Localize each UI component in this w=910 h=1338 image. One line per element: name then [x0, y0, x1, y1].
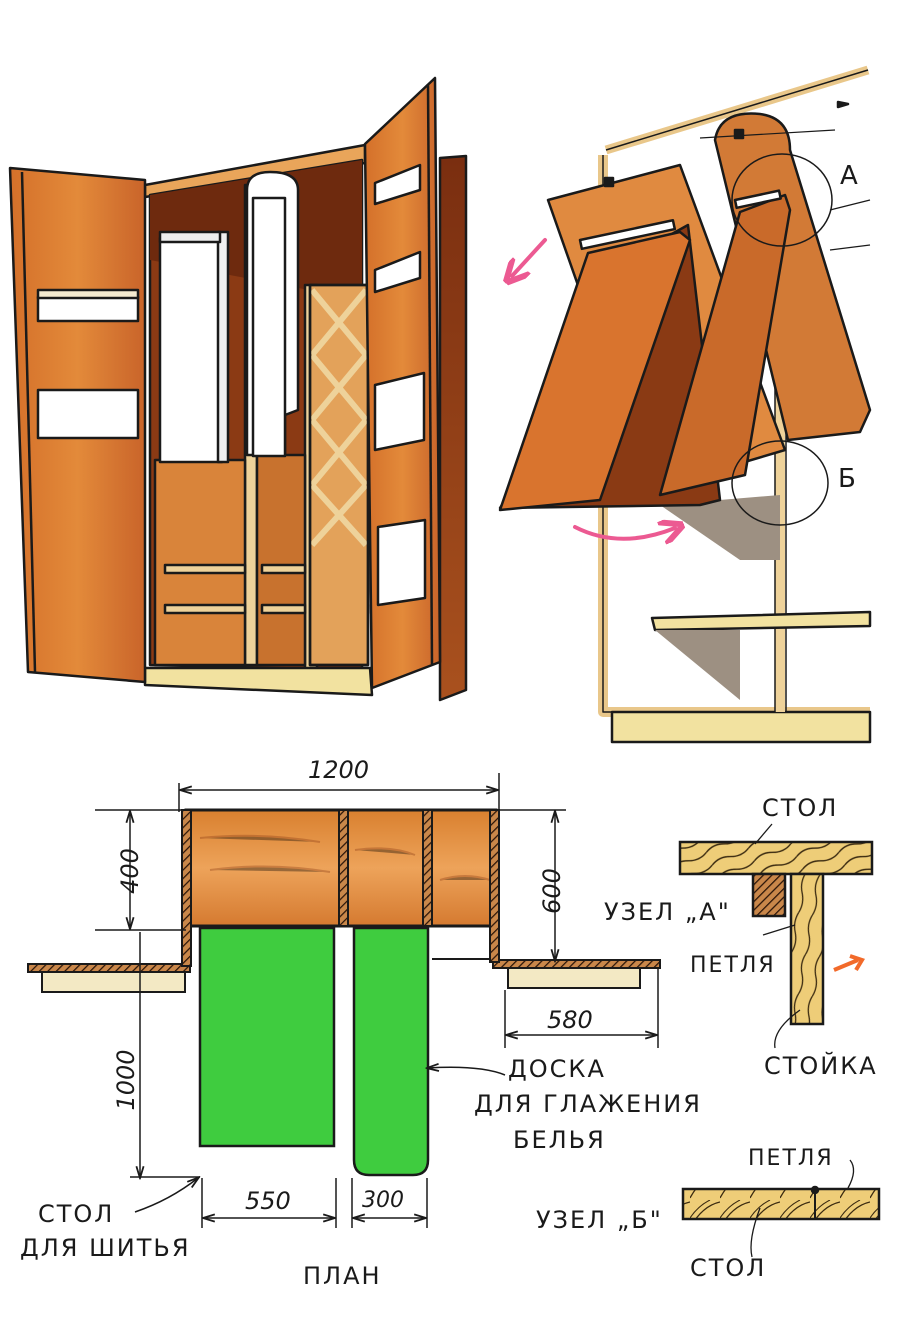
- node-b-title: УЗЕЛ „Б": [536, 1206, 663, 1234]
- dim-board-length: 1000: [112, 1049, 140, 1111]
- rotate-arrow-icon: [512, 238, 547, 276]
- mechanism-illustration: [498, 65, 872, 744]
- dim-sewing-table-width: 550: [245, 1187, 291, 1215]
- node-a-hinge-label: ПЕТЛЯ: [690, 953, 776, 978]
- node-a-post-label: СТОЙКА: [764, 1052, 878, 1080]
- node-a-title: УЗЕЛ „А": [604, 898, 731, 926]
- node-a-table-label: СТОЛ: [762, 794, 839, 822]
- motion-arrows: [512, 238, 675, 539]
- direction-arrow-icon: [833, 958, 859, 972]
- ironing-board-label-2: ДЛЯ ГЛАЖЕНИЯ: [474, 1090, 702, 1118]
- plan-drawing: [27, 773, 661, 1228]
- cabinet-illustration: [8, 76, 468, 702]
- callout-a-label: А: [840, 161, 860, 191]
- dim-depth-right: 600: [538, 868, 566, 914]
- node-b-drawing: [681, 1159, 881, 1258]
- plan-title: ПЛАН: [303, 1262, 382, 1290]
- dim-depth-left: 400: [116, 848, 144, 894]
- dim-width-total: 1200: [308, 756, 370, 784]
- dim-side-extension: 580: [547, 1006, 593, 1034]
- sewing-table-label-2: ДЛЯ ШИТЬЯ: [20, 1234, 191, 1262]
- node-b-hinge-label: ПЕТЛЯ: [748, 1146, 834, 1171]
- sewing-table-label-1: СТОЛ: [38, 1200, 115, 1228]
- node-b-table-label: СТОЛ: [690, 1254, 767, 1282]
- rotate-arrow-icon: [573, 527, 675, 539]
- node-a-drawing: [678, 823, 874, 1049]
- ironing-board-label-1: ДОСКА: [508, 1055, 606, 1083]
- callout-b-label: Б: [838, 464, 858, 494]
- ironing-board-label-3: БЕЛЬЯ: [513, 1126, 606, 1154]
- dim-ironing-board-width: 300: [362, 1188, 404, 1213]
